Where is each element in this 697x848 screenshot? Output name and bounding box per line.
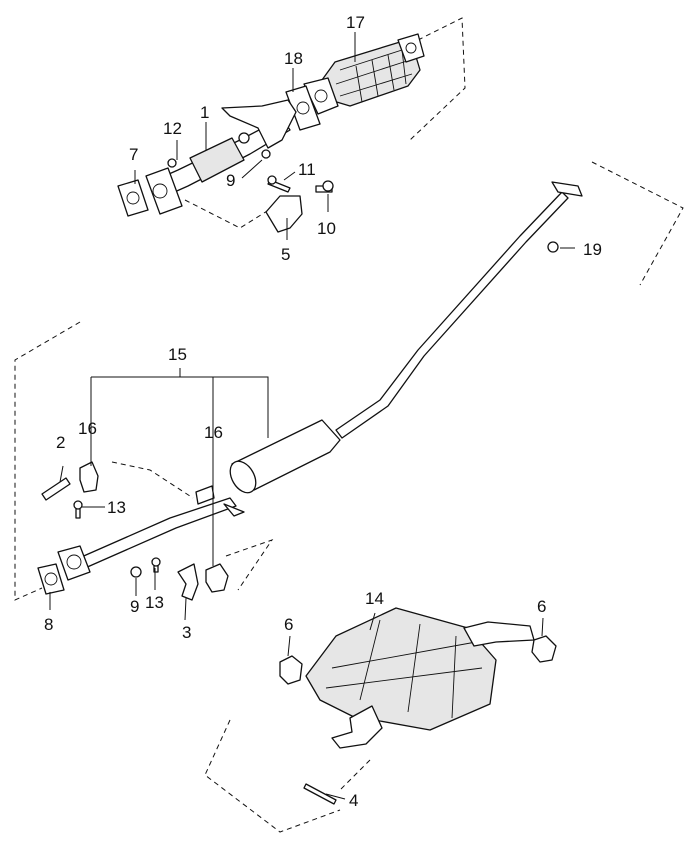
center-pipe-15 [57,181,583,581]
callout-18: 18 [284,49,303,68]
gasket-18 [285,85,321,131]
callout-1: 1 [200,103,209,122]
callout-2: 2 [56,433,65,452]
stud-bolt-2 [41,477,71,501]
bolt-10 [315,180,334,193]
nut-19 [547,241,559,253]
pipe-flange-boundary [591,161,684,286]
callout-12: 12 [163,119,182,138]
callout-17: 17 [346,13,365,32]
callout-14: 14 [365,589,384,608]
nut-9-upper [261,149,271,159]
hanger-rubber-16-lower [205,563,229,593]
hanger-rubber-16-upper [79,461,99,493]
rear-group-boundary [204,719,371,833]
hanger-rubber-6-left [279,655,303,685]
callout-7: 7 [129,145,138,164]
callout-11: 11 [298,160,316,179]
callout-10: 10 [317,219,336,238]
callout-13-lower: 13 [145,593,164,612]
callout-16-left: 16 [78,419,97,438]
callout-5: 5 [281,245,290,264]
callout-8: 8 [44,615,53,634]
callout-15: 15 [168,345,187,364]
callout-6-left: 6 [284,615,293,634]
bolt-13-lower [151,557,161,573]
callout-3: 3 [182,623,191,642]
callout-13-upper: 13 [107,498,126,517]
bolt-11 [267,175,291,193]
nut-9-lower [130,566,142,578]
callout-4: 4 [349,791,358,810]
leader-lines [49,32,575,800]
bracket-3 [177,563,199,601]
gasket-7 [117,179,149,217]
nut-12 [167,158,177,168]
callout-19: 19 [583,240,602,259]
callout-16-right: 16 [204,423,223,442]
gasket-8 [37,563,65,595]
center-group-boundary [14,321,274,601]
clip-4 [303,783,337,805]
callout-6-right: 6 [537,597,546,616]
bolt-13-upper [73,500,83,519]
hanger-rubber-6-right [531,635,557,663]
callout-9-lower: 9 [130,597,139,616]
front-pipe-1 [145,99,297,215]
bracket-5 [265,195,303,233]
upper-group-boundary [184,17,466,229]
catalytic-converter-17 [303,33,425,115]
main-muffler-14 [305,607,535,749]
callout-9-upper: 9 [226,171,235,190]
